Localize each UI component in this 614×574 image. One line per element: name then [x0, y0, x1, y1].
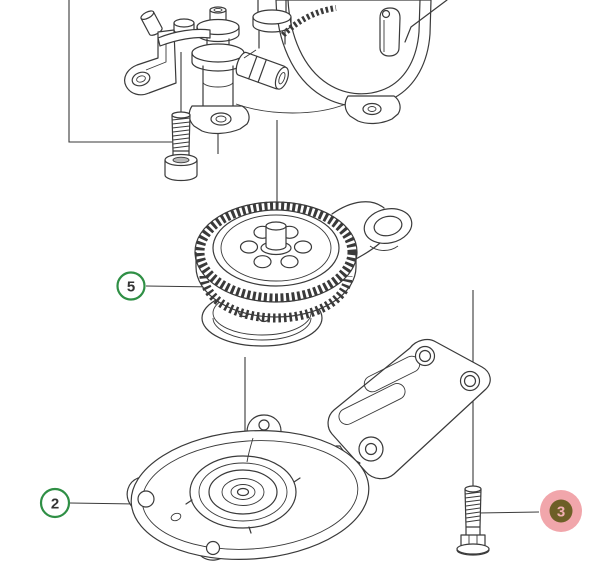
- flange-bolt-drawing: [456, 485, 490, 556]
- callout-5-label: 5: [127, 279, 135, 296]
- leader-line-callout-2: [69, 502, 137, 505]
- callout-5[interactable]: 5: [116, 271, 146, 301]
- callout-3-label: 3: [557, 504, 565, 521]
- upper-housing-assembly-drawing: [124, 0, 448, 135]
- callout-2-label: 2: [51, 496, 59, 513]
- leader-line-callout-3: [477, 511, 540, 514]
- callout-5-circle[interactable]: [116, 271, 146, 301]
- callout-2-circle[interactable]: [39, 487, 71, 519]
- gear-assembly-drawing: [194, 201, 413, 347]
- leader-line-top-left: [68, 0, 172, 143]
- socket-head-bolt-drawing: [164, 111, 198, 182]
- cover-plate-drawing: [126, 338, 491, 561]
- callout-3-badge[interactable]: [549, 499, 573, 523]
- callout-2[interactable]: 2: [39, 487, 71, 519]
- callout-3-highlighted[interactable]: 3: [540, 490, 582, 532]
